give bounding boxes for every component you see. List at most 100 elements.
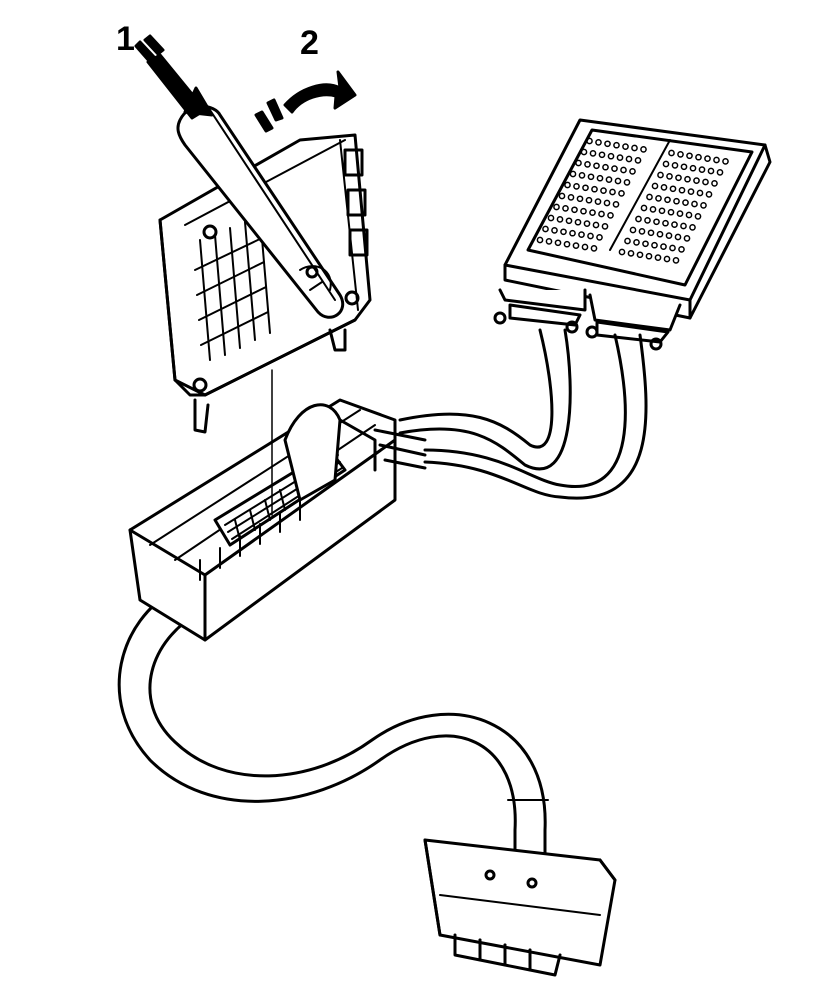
test-socket-hole — [683, 235, 691, 242]
test-socket-hole — [633, 239, 640, 246]
test-socket-hole — [583, 220, 591, 227]
test-socket-hole — [702, 178, 709, 186]
test-socket-hole — [684, 175, 691, 183]
test-socket-hole — [660, 243, 667, 250]
test-socket-hole — [584, 161, 591, 168]
test-socket-hole — [594, 198, 602, 205]
test-socket-hole — [590, 245, 598, 252]
test-socket-hole — [536, 236, 544, 244]
test-socket-hole — [572, 242, 580, 249]
test-socket-hole — [607, 212, 614, 219]
test-socket-hole — [564, 181, 571, 189]
test-socket-hole — [580, 207, 587, 215]
test-socket-hole — [576, 195, 584, 203]
test-socket-hole — [640, 204, 648, 212]
test-socket-hole — [636, 251, 644, 259]
test-socket-hole — [625, 155, 633, 163]
test-socket-hole — [562, 205, 569, 212]
test-socket-hole — [595, 139, 602, 146]
test-socket-hole — [672, 257, 680, 264]
harness-connector — [128, 398, 427, 642]
test-socket-hole — [673, 197, 680, 205]
test-socket-hole — [612, 201, 620, 208]
test-socket-hole — [542, 225, 549, 233]
test-socket-hole — [647, 229, 655, 237]
test-socket-hole — [596, 174, 604, 182]
test-socket-hole — [676, 210, 684, 217]
test-socket-hole — [711, 180, 718, 187]
test-socket-hole — [601, 223, 609, 230]
test-socket-hole — [629, 226, 637, 234]
test-socket-hole — [635, 215, 642, 223]
test-socket-hole — [582, 184, 589, 192]
breakout-cables — [398, 328, 648, 500]
test-socket-hole — [649, 206, 657, 213]
test-socket-hole — [602, 163, 609, 171]
test-socket-hole — [698, 166, 706, 173]
test-socket-hole — [662, 160, 670, 168]
test-socket-hole — [686, 152, 693, 160]
test-socket-hole — [640, 146, 647, 153]
test-socket-hole — [567, 194, 575, 201]
test-socket-hole — [545, 238, 553, 245]
test-socket-hole — [553, 203, 560, 211]
test-socket-hole — [638, 228, 646, 235]
test-socket-hole — [696, 189, 704, 197]
test-socket-hole — [694, 213, 702, 220]
test-socket-hole — [646, 193, 653, 201]
bottom-connector — [423, 838, 617, 977]
test-socket-hole — [682, 199, 689, 206]
test-socket-hole — [614, 177, 622, 185]
test-socket-hole — [668, 149, 675, 157]
test-socket-hole — [653, 218, 660, 226]
test-socket-hole — [669, 244, 676, 252]
test-socket-hole — [609, 188, 616, 196]
test-socket-hole — [700, 202, 707, 209]
test-socket-hole — [587, 173, 595, 181]
test-socket-hole — [658, 207, 666, 215]
test-socket-hole — [580, 148, 588, 156]
test-socket-hole — [596, 234, 603, 241]
test-socket-hole — [655, 195, 662, 202]
test-socket-hole — [660, 184, 668, 191]
test-socket-hole — [587, 232, 594, 240]
test-socket-hole — [571, 206, 578, 214]
test-socket-hole — [604, 140, 611, 148]
test-socket-hole — [651, 241, 658, 249]
test-socket-hole — [593, 162, 600, 170]
lower-cable — [117, 588, 549, 867]
test-socket-hole — [586, 137, 593, 145]
test-socket-hole — [693, 177, 700, 184]
test-socket-hole — [656, 230, 664, 238]
test-socket-hole — [556, 216, 564, 223]
test-socket-hole — [687, 188, 695, 195]
test-socket-hole — [622, 143, 629, 150]
test-socket-hole — [623, 179, 631, 186]
breakout-box — [493, 118, 772, 351]
test-socket-hole — [671, 221, 678, 228]
test-socket-hole — [689, 164, 697, 172]
test-socket-hole — [663, 255, 671, 263]
arrow-1-icon — [134, 34, 214, 120]
test-socket-hole — [605, 176, 613, 183]
test-socket-grid — [536, 137, 729, 264]
test-socket-hole — [722, 158, 729, 165]
test-socket-hole — [669, 185, 677, 193]
test-socket-hole — [589, 209, 596, 216]
test-socket-hole — [667, 208, 675, 216]
test-socket-hole — [642, 240, 649, 248]
test-socket-hole — [560, 228, 567, 236]
test-socket-hole — [678, 246, 685, 253]
test-socket-hole — [705, 191, 713, 198]
test-socket-hole — [689, 224, 696, 231]
test-socket-hole — [664, 196, 671, 204]
test-socket-hole — [578, 231, 585, 238]
control-module — [158, 133, 372, 434]
test-socket-hole — [657, 171, 664, 179]
test-socket-hole — [589, 150, 597, 157]
arrow-2-icon — [254, 70, 357, 133]
test-socket-hole — [575, 159, 582, 167]
test-socket-hole — [554, 239, 562, 247]
test-socket-hole — [620, 166, 627, 174]
test-socket-hole — [631, 144, 638, 152]
